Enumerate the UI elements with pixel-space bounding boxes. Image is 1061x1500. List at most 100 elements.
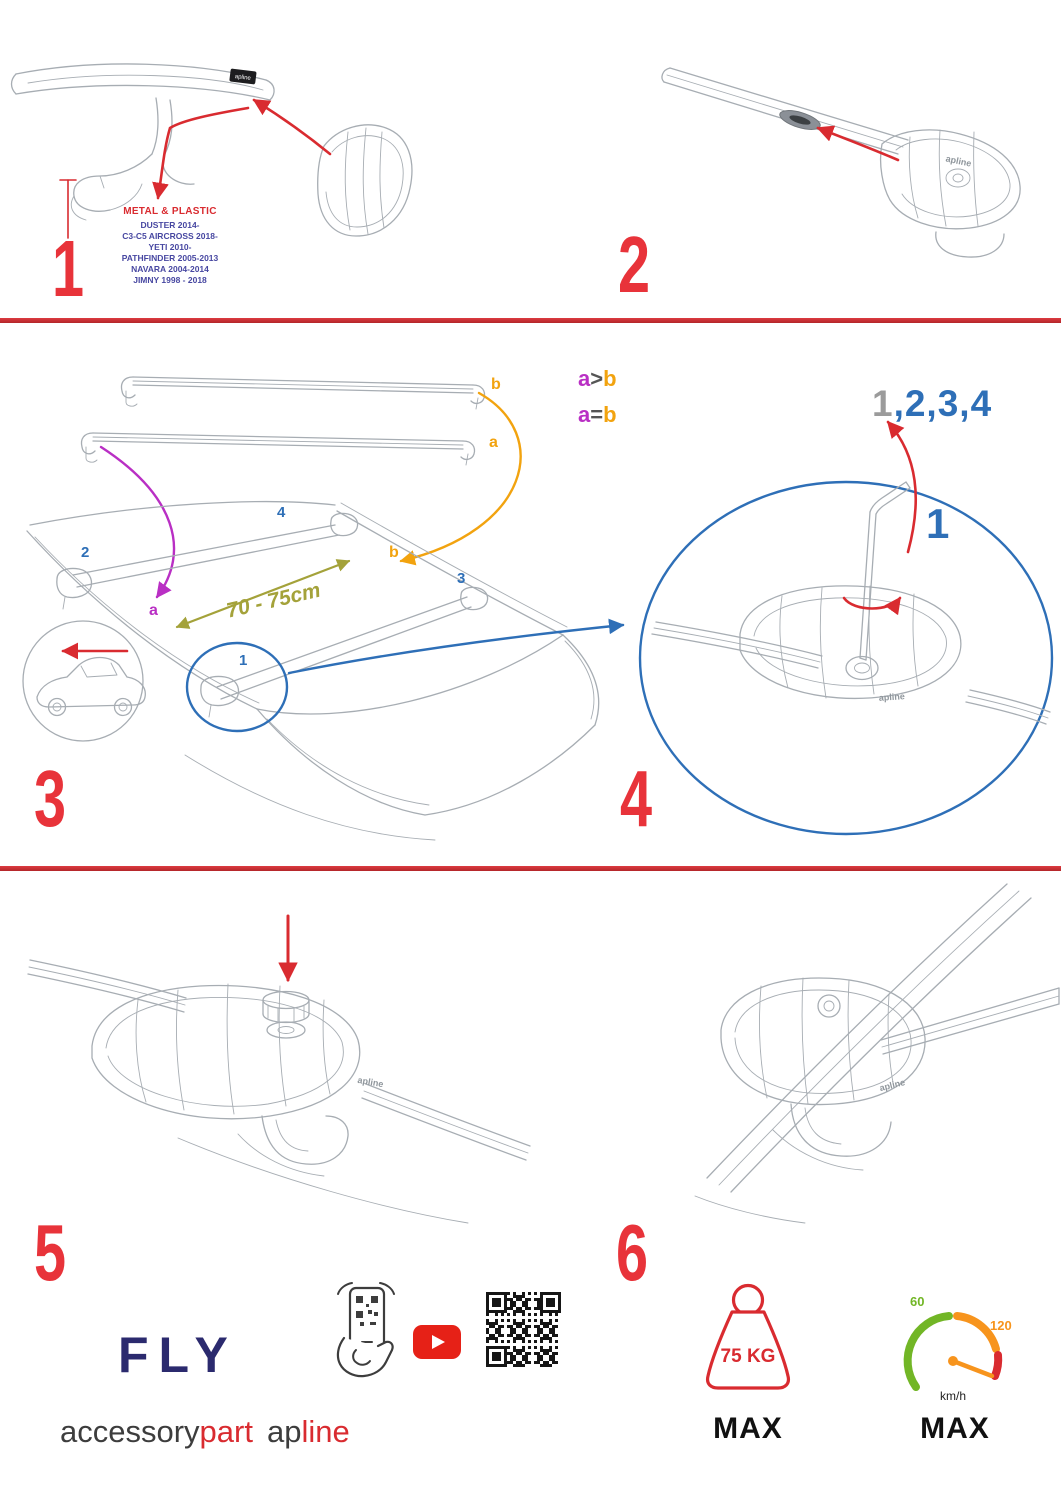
legend-a: a <box>578 366 591 391</box>
label-pos-3: 3 <box>457 570 465 587</box>
model-item: DUSTER 2014- <box>140 220 200 230</box>
step-number-5: 5 <box>34 1208 67 1297</box>
orange-curve-b <box>399 391 522 566</box>
weight-icon: 75 KG <box>705 1283 791 1390</box>
measurement-text: 70 - 75cm <box>224 579 322 623</box>
label-bar-b: b <box>491 376 501 393</box>
weight-max-label: MAX <box>713 1412 783 1445</box>
clamp-foot <box>772 1103 892 1171</box>
order-first-number: 1 <box>872 383 894 424</box>
rail-lines <box>27 959 531 1224</box>
mounted-rear-bar <box>200 586 489 718</box>
brand-line: line <box>301 1414 350 1449</box>
allen-key <box>859 481 911 661</box>
youtube-icon <box>413 1325 461 1359</box>
brand-accessory: accessory <box>60 1414 200 1449</box>
label-roof-a: a <box>149 602 158 619</box>
clamp-body: apline <box>879 129 1021 258</box>
clamp-body: apline <box>720 977 926 1106</box>
apline-logo-text: apline <box>878 1077 906 1093</box>
speedometer-icon: 60 120 km/h <box>903 1294 1012 1403</box>
speed-low-label: 60 <box>910 1294 924 1309</box>
red-arrow-to-order <box>886 420 918 554</box>
mount-slot <box>779 110 821 130</box>
step-number-6: 6 <box>616 1208 649 1297</box>
clamp-body: apline <box>739 585 962 703</box>
phone-qr-pixels <box>356 1296 378 1326</box>
clamp-hook <box>70 97 195 221</box>
rubber-cover-piece <box>317 124 413 237</box>
qr-code <box>486 1292 561 1367</box>
step-number-2: 2 <box>618 220 651 309</box>
fly-model-name: FLY <box>118 1327 238 1383</box>
apline-logo-text: apline <box>357 1075 384 1089</box>
legend-a: a <box>578 402 591 427</box>
legend-a-equal-b: a=b <box>578 402 617 428</box>
model-list: METAL & PLASTIC DUSTER 2014- C3-C5 AIRCR… <box>84 206 256 286</box>
clamp-body: apline <box>91 983 384 1120</box>
step1-illustration: apline <box>10 63 413 239</box>
purple-curve-a <box>99 445 176 599</box>
legend-a-greater-b: a>b <box>578 366 617 392</box>
svg-text:apline: apline <box>234 74 251 82</box>
order-rest-numbers: ,2,3,4 <box>893 383 993 424</box>
red-rotation-arrow <box>842 596 902 616</box>
section-divider <box>0 866 1061 871</box>
legend-b: b <box>603 366 617 391</box>
zoom-circle-large <box>638 480 1054 836</box>
loose-bar-b <box>120 376 486 410</box>
clamp-foot <box>237 1115 349 1177</box>
tightening-order: 1,2,3,4 <box>872 383 992 425</box>
red-arrow-bar-to-clamp <box>152 106 250 200</box>
callout-bracket <box>59 179 77 239</box>
step-number-3: 3 <box>34 754 67 843</box>
speedometer-needle <box>950 1358 995 1379</box>
callout-number-1: 1 <box>926 500 950 547</box>
speed-unit-label: km/h <box>940 1389 966 1403</box>
brand-ap: ap <box>266 1414 302 1449</box>
legend-gt: > <box>590 366 604 391</box>
model-item: C3-C5 AIRCROSS 2018- <box>122 231 218 241</box>
model-item: JIMNY 1998 - 2018 <box>133 275 207 285</box>
step3-illustration: b a <box>22 376 625 841</box>
red-arrow-into-slot <box>816 125 900 162</box>
tightening-knob <box>262 990 310 1039</box>
label-pos-4: 4 <box>277 504 286 521</box>
car-direction-inset <box>22 620 146 742</box>
apline-logo-patch: apline <box>229 68 257 85</box>
model-item: PATHFINDER 2005-2013 <box>121 253 219 263</box>
measurement-arrow <box>175 559 351 629</box>
label-pos-1: 1 <box>239 652 247 669</box>
legend-eq: = <box>590 402 604 427</box>
step-number-4: 4 <box>620 754 653 843</box>
weight-limit-text: 75 KG <box>721 1346 776 1367</box>
step5-illustration: apline <box>27 914 531 1224</box>
apline-logo-text: apline <box>878 691 905 703</box>
rail-lines <box>694 883 1032 1224</box>
rail-lines <box>651 621 1051 725</box>
speed-high-label: 120 <box>990 1318 1012 1333</box>
speed-max-label: MAX <box>920 1412 990 1445</box>
model-item: YETI 2010- <box>148 242 192 252</box>
phone-scan-icon <box>336 1282 395 1378</box>
model-item: NAVARA 2004-2014 <box>131 264 209 274</box>
step6-illustration: apline <box>694 883 1060 1224</box>
car-roof-wireframe <box>26 500 600 841</box>
step4-illustration: apline <box>638 420 1054 836</box>
step-number-1: 1 <box>52 224 85 313</box>
apline-logo-text: apline <box>945 153 973 168</box>
red-arrow-cover-to-bar <box>252 98 332 156</box>
brand-part: part <box>199 1414 253 1449</box>
step2-illustration: apline <box>661 67 1021 258</box>
legend-b: b <box>603 402 617 427</box>
blue-arrow-to-detail <box>287 618 625 675</box>
section-divider <box>0 318 1061 323</box>
crossbar <box>880 987 1060 1055</box>
zoom-circle-small <box>185 641 289 733</box>
label-bar-a: a <box>489 434 498 451</box>
label-pos-2: 2 <box>81 544 89 561</box>
loose-bar-a <box>80 432 476 466</box>
label-roof-b: b <box>389 544 399 561</box>
